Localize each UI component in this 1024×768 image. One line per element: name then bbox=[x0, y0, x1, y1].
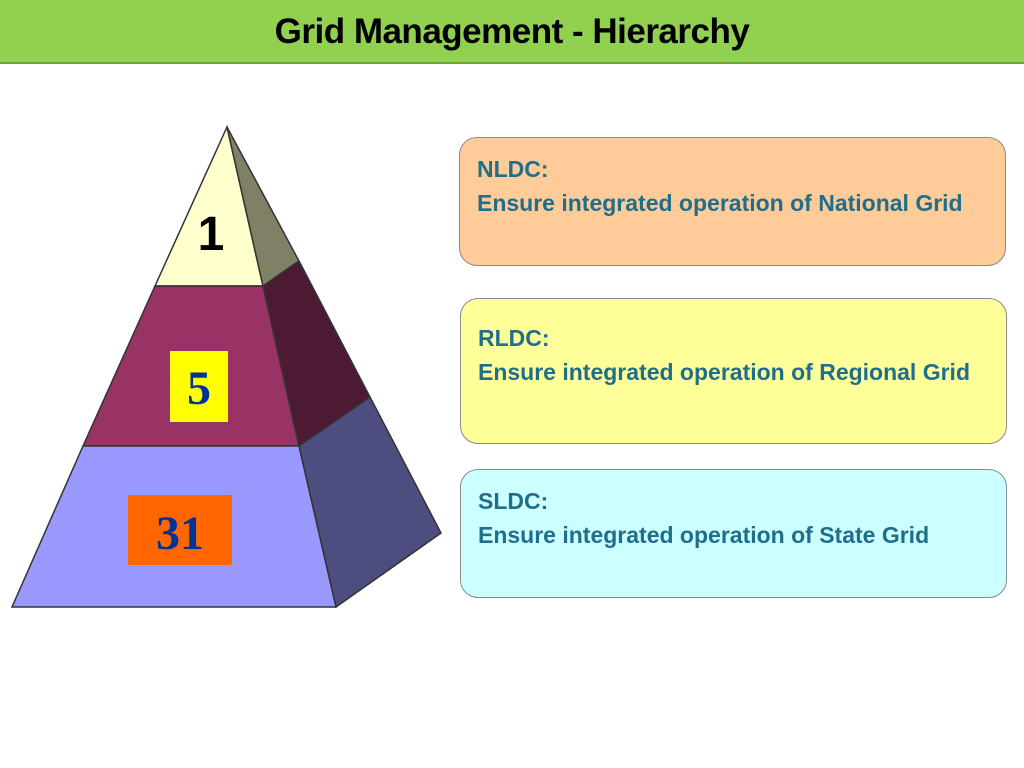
sldc-box: SLDC: Ensure integrated operation of Sta… bbox=[460, 469, 1007, 598]
sldc-heading: SLDC: bbox=[478, 488, 549, 514]
nldc-description: Ensure integrated operation of National … bbox=[477, 190, 963, 216]
nldc-box: NLDC: Ensure integrated operation of Nat… bbox=[459, 137, 1006, 266]
rldc-box: RLDC: Ensure integrated operation of Reg… bbox=[460, 298, 1007, 444]
rldc-heading: RLDC: bbox=[478, 325, 550, 351]
sldc-description: Ensure integrated operation of State Gri… bbox=[478, 522, 930, 548]
pyramid-level-3-label: 31 bbox=[156, 507, 204, 560]
rldc-description: Ensure integrated operation of Regional … bbox=[478, 359, 970, 385]
nldc-heading: NLDC: bbox=[477, 156, 549, 182]
pyramid-level-1-label: 1 bbox=[198, 208, 225, 261]
pyramid-level-2-label: 5 bbox=[187, 362, 211, 415]
pyramid-level-3-side bbox=[298, 395, 442, 609]
pyramid-level-2-badge bbox=[170, 351, 228, 422]
title-bar: Grid Management - Hierarchy bbox=[0, 0, 1024, 64]
page-title: Grid Management - Hierarchy bbox=[274, 12, 750, 51]
pyramid-level-3-badge bbox=[128, 495, 232, 565]
